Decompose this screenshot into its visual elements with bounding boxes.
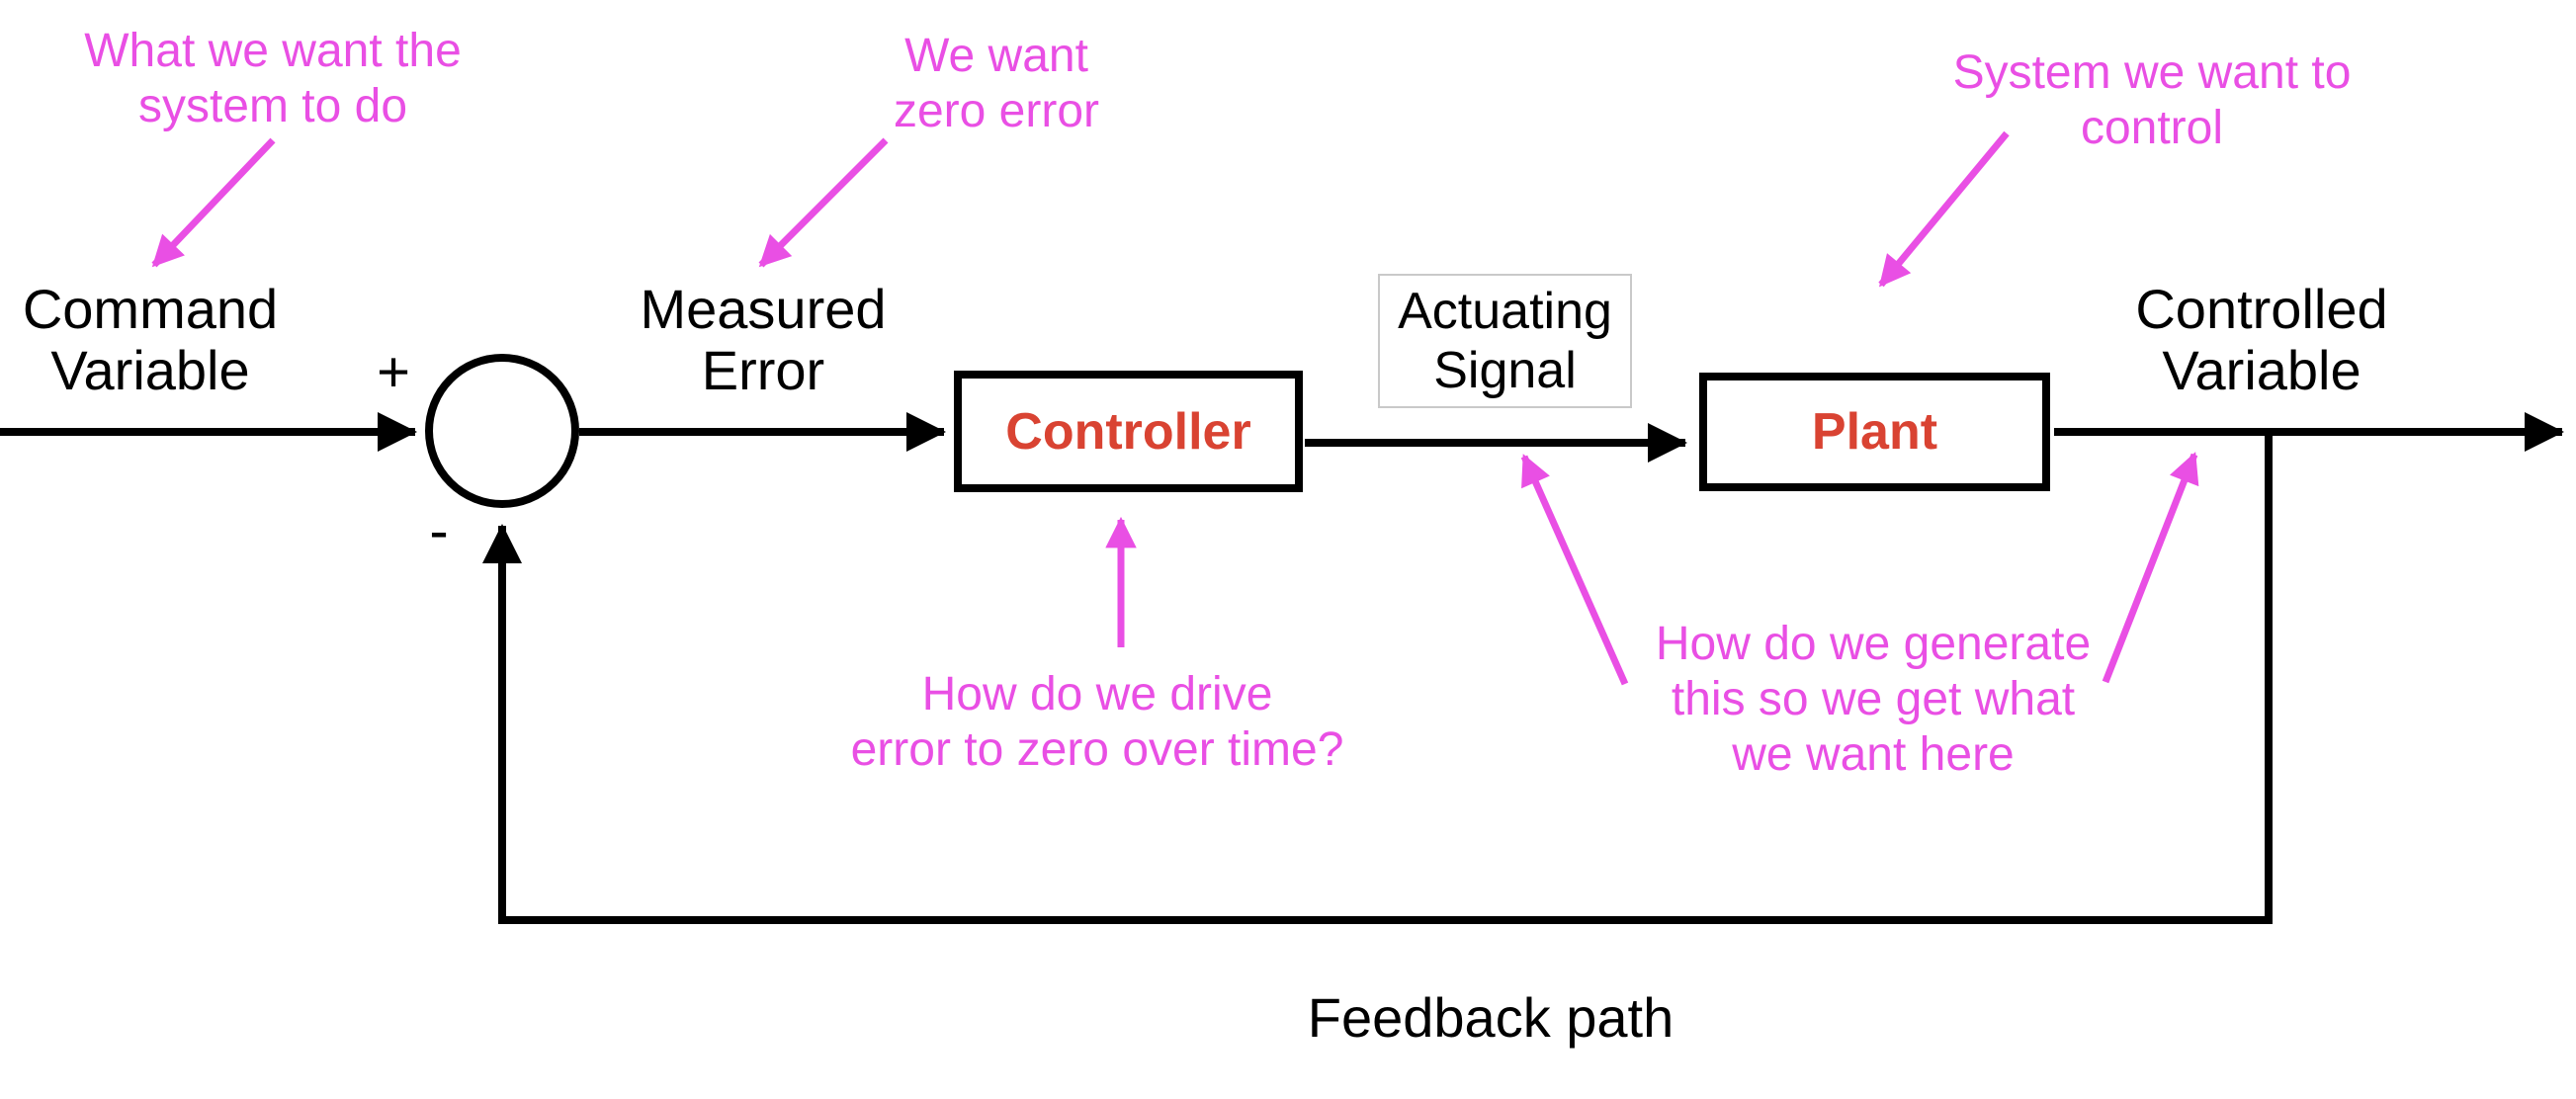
actuating-signal-label: Actuating Signal [1398, 283, 1612, 399]
feedback-loop-arrow [482, 432, 2273, 924]
summing-junction-circle [425, 354, 579, 508]
plant-label: Plant [1811, 403, 1938, 461]
minus-sign: - [429, 499, 449, 563]
plant-block: Plant [1699, 373, 2050, 491]
plus-sign: + [377, 340, 410, 404]
command-variable-label: Command Variable [22, 278, 279, 401]
annotation-arrow-actuating [1520, 454, 1629, 686]
feedback-path-label: Feedback path [1307, 986, 1674, 1049]
annotation-drive-error-to-zero: How do we drive error to zero over time? [850, 668, 1344, 776]
annotation-command-variable: What we want the system to do [84, 25, 462, 132]
actuating-signal-box: Actuating Signal [1378, 274, 1632, 408]
controlled-variable-label: Controlled Variable [2135, 278, 2388, 401]
annotation-zero-error: We want zero error [893, 30, 1100, 137]
controller-block: Controller [954, 371, 1303, 492]
measured-error-label: Measured Error [640, 278, 887, 401]
annotation-arrow-plant [1878, 130, 2010, 288]
annotation-system-to-control: System we want to control [1952, 46, 2352, 154]
annotation-arrow-command [151, 137, 276, 268]
annotation-how-do-we-generate: How do we generate this so we get what w… [1655, 618, 2092, 781]
annotation-arrow-controlled [2102, 452, 2199, 684]
annotation-arrow-error [758, 137, 889, 268]
controller-label: Controller [1005, 402, 1251, 461]
